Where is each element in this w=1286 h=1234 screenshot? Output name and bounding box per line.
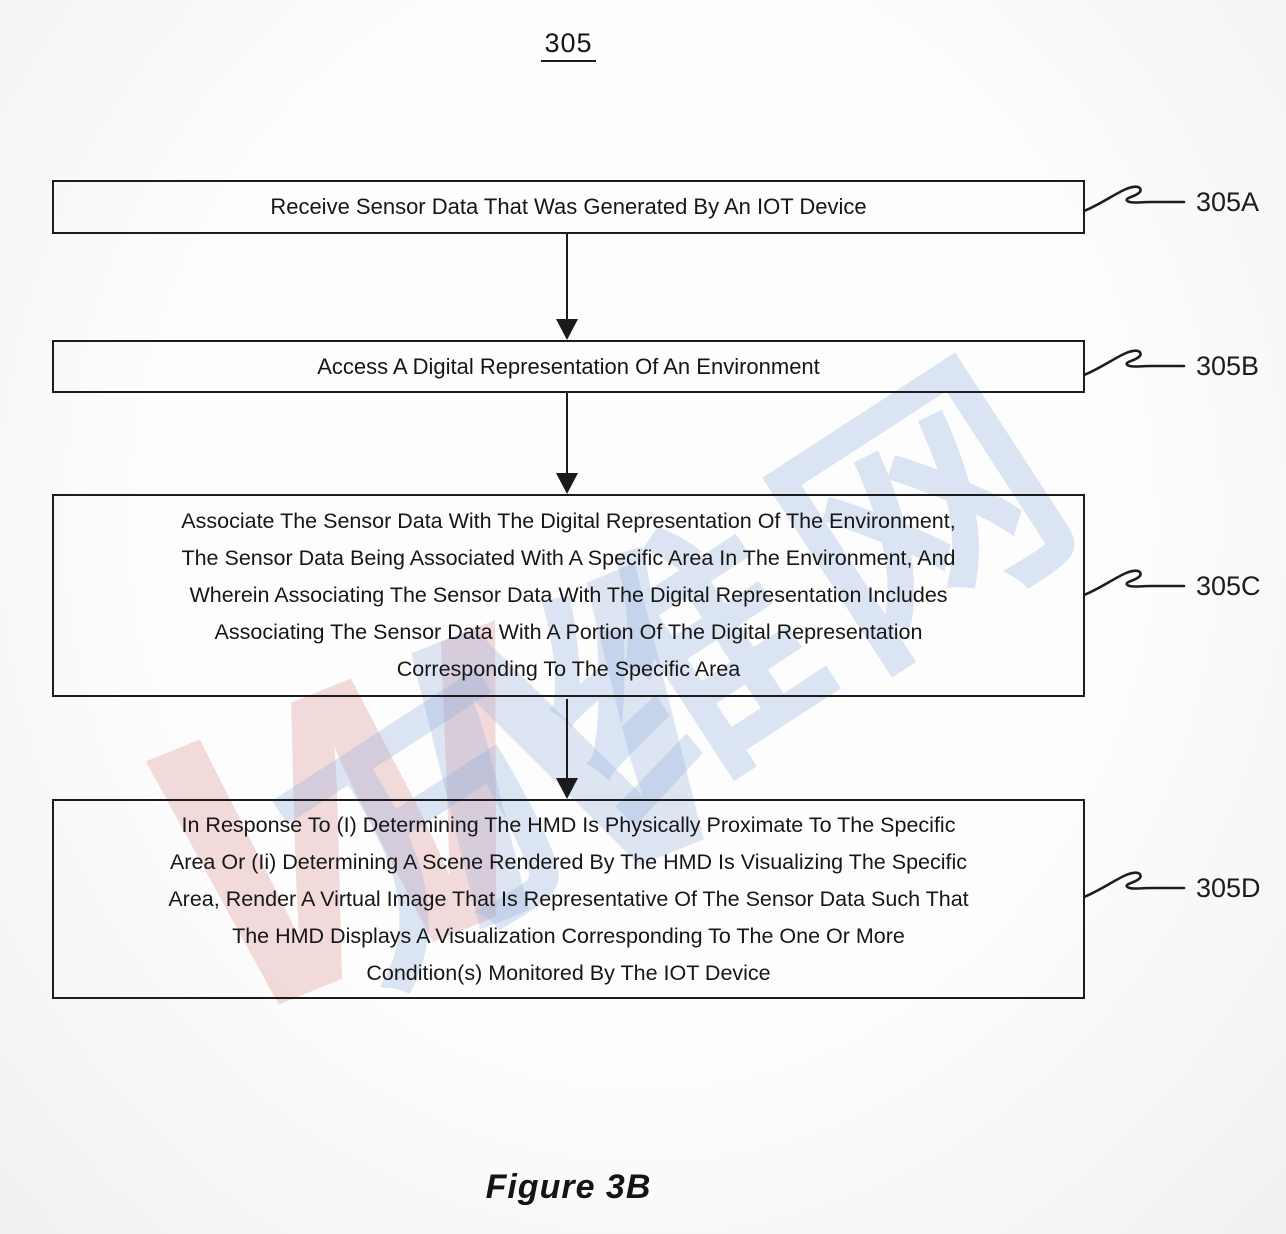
arrow-shaft	[566, 699, 568, 781]
arrow-head-icon	[556, 473, 578, 494]
leader-line-305c	[1083, 569, 1186, 597]
arrow-head-icon	[556, 319, 578, 340]
arrow-shaft	[566, 234, 568, 322]
flow-arrow-3	[556, 699, 578, 799]
flow-step-box-305a: Receive Sensor Data That Was Generated B…	[52, 180, 1085, 234]
flow-step-box-305d: In Response To (I) Determining The HMD I…	[52, 799, 1085, 999]
figure-number: 305	[52, 28, 1085, 62]
flow-step-box-305b: Access A Digital Representation Of An En…	[52, 340, 1085, 393]
ref-label-305a: 305A	[1196, 187, 1260, 217]
flow-step-box-305c: Associate The Sensor Data With The Digit…	[52, 494, 1085, 697]
figure-number-text: 305	[541, 28, 596, 62]
arrow-head-icon	[556, 778, 578, 799]
flow-arrow-1	[556, 234, 578, 340]
ref-label-305d: 305D	[1196, 873, 1261, 903]
arrow-shaft	[566, 393, 568, 476]
leader-line-305b	[1083, 349, 1186, 377]
leader-line-305a	[1083, 185, 1186, 213]
ref-label-305b: 305B	[1196, 351, 1260, 381]
ref-label-305c: 305C	[1196, 571, 1261, 601]
flow-arrow-2	[556, 393, 578, 494]
leader-line-305d	[1083, 871, 1186, 899]
figure-caption: Figure 3B	[485, 1168, 652, 1206]
